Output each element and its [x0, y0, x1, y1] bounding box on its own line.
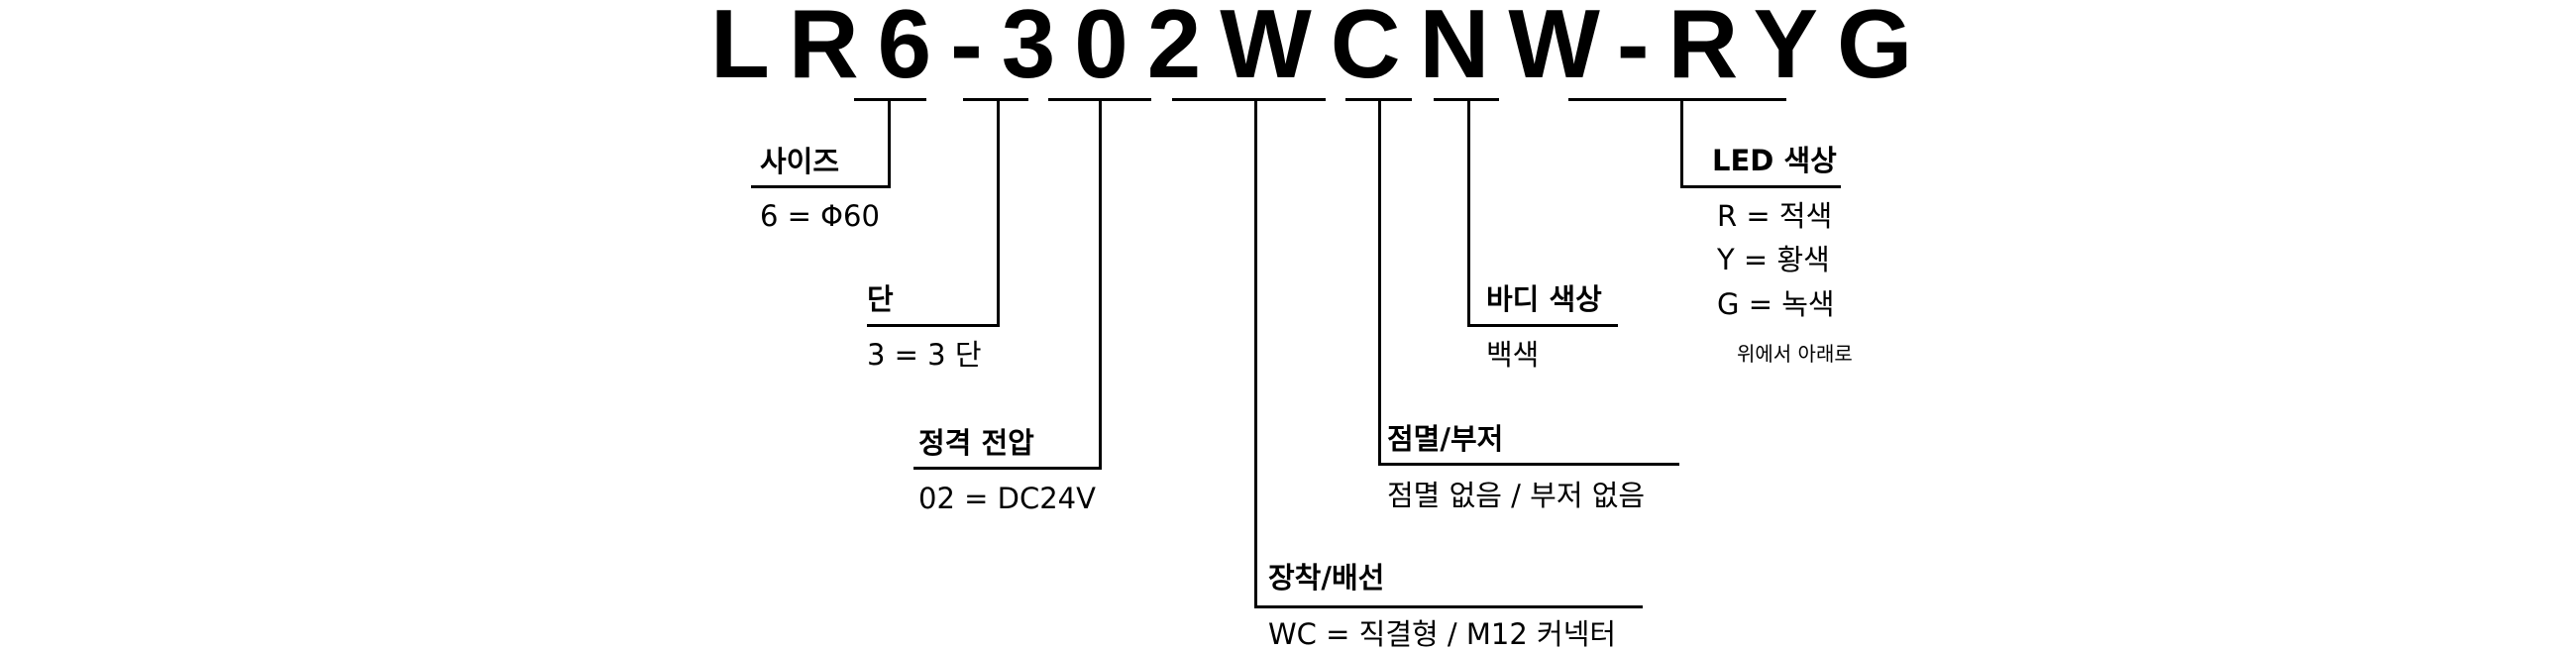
leader-flash-buzzer: [1378, 98, 1381, 466]
led-color-yellow: Y = 황색: [1717, 243, 1830, 276]
led-color-green: G = 녹색: [1717, 287, 1835, 321]
mounting-heading: 장착/배선: [1268, 561, 1385, 595]
tier-heading: 단: [867, 282, 894, 316]
mounting-value: WC = 직결형 / M12 커넥터: [1268, 617, 1617, 651]
model-code-title: LR6-302WCNW-RYG: [710, 0, 1932, 98]
leader-mounting: [1254, 98, 1257, 608]
led-order-note: 위에서 아래로: [1737, 342, 1853, 366]
led-color-red: R = 적색: [1717, 199, 1833, 233]
leader-led-color: [1680, 98, 1683, 188]
body-color-value: 백색: [1486, 338, 1540, 372]
segment-line-led-color: [1568, 98, 1786, 101]
size-heading: 사이즈: [760, 145, 840, 178]
heading-line-tier: [867, 324, 1000, 327]
heading-line-voltage: [913, 467, 1102, 470]
segment-line-mounting: [1172, 98, 1326, 101]
leader-body-color: [1467, 98, 1470, 327]
flash-buzzer-value: 점멸 없음 / 부저 없음: [1387, 479, 1646, 512]
voltage-value: 02 = DC24V: [918, 482, 1096, 515]
led-color-heading: LED 색상: [1712, 144, 1837, 177]
flash-buzzer-heading: 점멸/부저: [1387, 422, 1504, 456]
heading-line-mounting: [1254, 605, 1643, 608]
tier-value: 3 = 3 단: [867, 338, 982, 372]
size-value: 6 = Φ60: [760, 199, 880, 233]
heading-line-size: [751, 185, 891, 188]
heading-line-body-color: [1467, 324, 1618, 327]
heading-line-flash-buzzer: [1378, 463, 1679, 466]
leader-size: [888, 98, 891, 188]
segment-line-tier: [963, 98, 1028, 101]
body-color-heading: 바디 색상: [1486, 282, 1602, 316]
leader-voltage: [1099, 98, 1102, 470]
voltage-heading: 정격 전압: [918, 426, 1034, 460]
leader-tier: [997, 98, 1000, 327]
heading-line-led-color: [1680, 185, 1841, 188]
segment-line-body-color: [1434, 98, 1499, 101]
